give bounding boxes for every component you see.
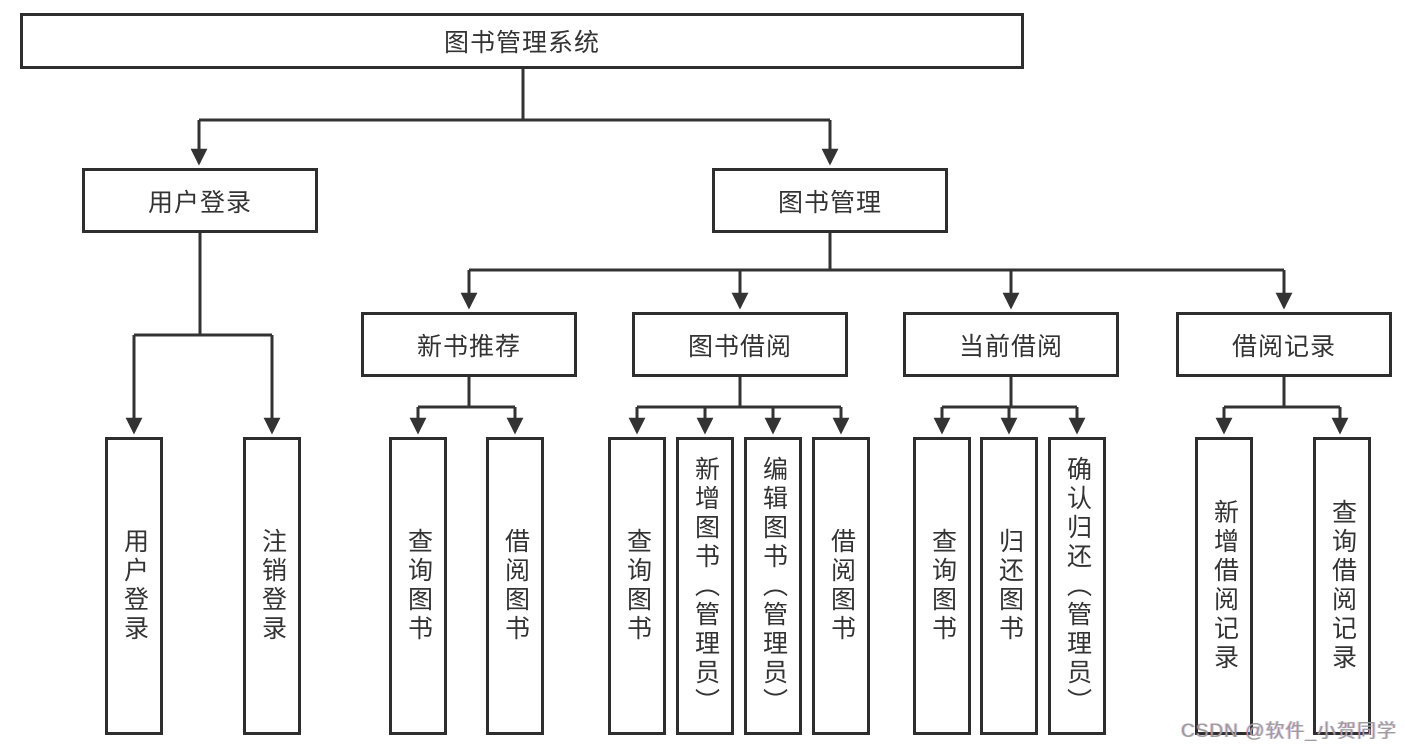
leaf-query-book-borrowing: 查询图书 <box>608 437 666 735</box>
leaf-confirm-return-admin: 确认归还（管理员） <box>1048 437 1106 735</box>
leaf-query-borrow-record: 查询借阅记录 <box>1313 437 1371 735</box>
leaf-borrow-book-recommend: 借阅图书 <box>486 437 544 735</box>
leaf-user-login: 用户登录 <box>105 437 163 735</box>
leaf-borrow-book: 借阅图书 <box>812 437 870 735</box>
node-new-book-recommend: 新书推荐 <box>361 312 577 377</box>
leaf-query-book-current: 查询图书 <box>913 437 971 735</box>
node-user-login: 用户登录 <box>82 168 318 233</box>
leaf-add-book-admin: 新增图书（管理员） <box>676 437 734 735</box>
tree-skeleton <box>134 69 1340 409</box>
leaf-logout: 注销登录 <box>243 437 301 735</box>
node-current-borrowing: 当前借阅 <box>903 312 1119 377</box>
csdn-watermark: CSDN @软件_小贺同学 <box>1181 721 1397 742</box>
node-book-borrowing: 图书借阅 <box>632 312 848 377</box>
node-book-management: 图书管理 <box>712 168 948 233</box>
leaf-edit-book-admin: 编辑图书（管理员） <box>744 437 802 735</box>
leaf-query-book-recommend: 查询图书 <box>389 437 447 735</box>
leaf-return-book: 归还图书 <box>980 437 1038 735</box>
leaf-add-borrow-record: 新增借阅记录 <box>1195 437 1253 735</box>
node-borrowing-records: 借阅记录 <box>1176 312 1392 377</box>
node-library-management-system: 图书管理系统 <box>20 13 1024 69</box>
